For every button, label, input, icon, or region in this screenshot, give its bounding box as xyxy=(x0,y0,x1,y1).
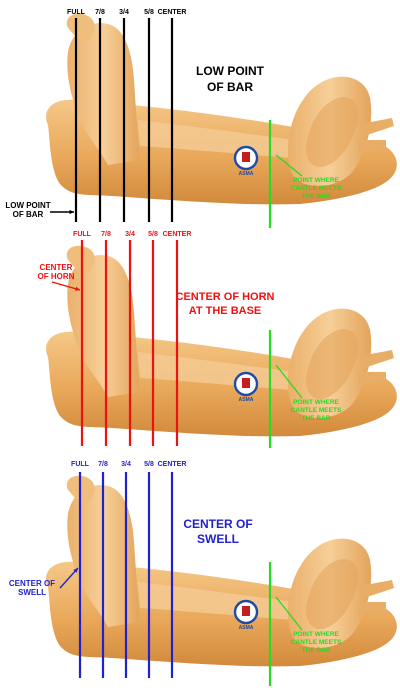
cantle-arrow xyxy=(275,364,303,399)
panel-title-line: CENTER OF xyxy=(183,517,252,531)
measure-label-3-4: 3/4 xyxy=(119,9,129,16)
measure-label-full: FULL xyxy=(71,461,90,468)
callout-label: CENTER xyxy=(40,263,73,272)
cantle-note-line: POINT WHERE xyxy=(293,631,340,638)
asma-logo: ASMA xyxy=(233,371,259,403)
logo-mark xyxy=(242,378,250,388)
saddle-tree-image xyxy=(46,13,397,205)
logo-text: ASMA xyxy=(239,171,254,177)
saddle-tree-image xyxy=(46,245,397,437)
panel-title-line: AT THE BASE xyxy=(189,305,262,317)
cantle-note-line: POINT WHERE xyxy=(293,399,340,406)
measure-label-center: CENTER xyxy=(158,9,187,16)
measure-label-center: CENTER xyxy=(158,461,187,468)
measure-label-full: FULL xyxy=(73,231,92,238)
measure-label-3-4: 3/4 xyxy=(121,461,131,468)
measure-label-5-8: 5/8 xyxy=(144,461,154,468)
measure-label-7-8: 7/8 xyxy=(95,9,105,16)
measure-label-7-8: 7/8 xyxy=(98,461,108,468)
callout-arrowhead xyxy=(73,568,78,573)
measure-label-center: CENTER xyxy=(163,231,192,238)
logo-text: ASMA xyxy=(239,625,254,631)
panel-title-line: OF BAR xyxy=(207,80,253,94)
asma-logo: ASMA xyxy=(233,599,259,631)
panel-title-line: SWELL xyxy=(197,532,239,546)
callout-arrowhead xyxy=(75,286,80,291)
measure-label-full: FULL xyxy=(67,9,86,16)
cantle-note-line: THE BAR xyxy=(302,647,331,654)
logo-text: ASMA xyxy=(239,397,254,403)
cantle-arrow xyxy=(275,596,303,631)
callout-arrow xyxy=(51,281,81,291)
cantle-note-line: THE BAR xyxy=(302,193,331,200)
cantle-note-line: POINT WHERE xyxy=(293,177,340,184)
panel-title-line: CENTER OF HORN xyxy=(176,291,275,303)
panel-title-line: LOW POINT xyxy=(196,64,265,78)
measure-label-5-8: 5/8 xyxy=(144,9,154,16)
measure-label-7-8: 7/8 xyxy=(101,231,111,238)
cantle-note-line: CANTLE MEETS xyxy=(291,639,342,646)
cantle-arrow xyxy=(275,154,303,177)
saddle-tree-image xyxy=(46,475,397,667)
callout-label: SWELL xyxy=(18,588,46,597)
callout-label: OF HORN xyxy=(38,272,75,281)
callout-label: OF BAR xyxy=(13,210,44,219)
logo-mark xyxy=(242,606,250,616)
cantle-note-line: THE BAR xyxy=(302,415,331,422)
callout-label: CENTER OF xyxy=(9,579,55,588)
cantle-note-line: CANTLE MEETS xyxy=(291,407,342,414)
measure-label-3-4: 3/4 xyxy=(125,231,135,238)
logo-mark xyxy=(242,152,250,162)
callout-arrowhead xyxy=(69,209,74,215)
asma-logo: ASMA xyxy=(233,145,259,177)
cantle-note-line: CANTLE MEETS xyxy=(291,185,342,192)
measure-label-5-8: 5/8 xyxy=(148,231,158,238)
callout-label: LOW POINT xyxy=(5,201,50,210)
